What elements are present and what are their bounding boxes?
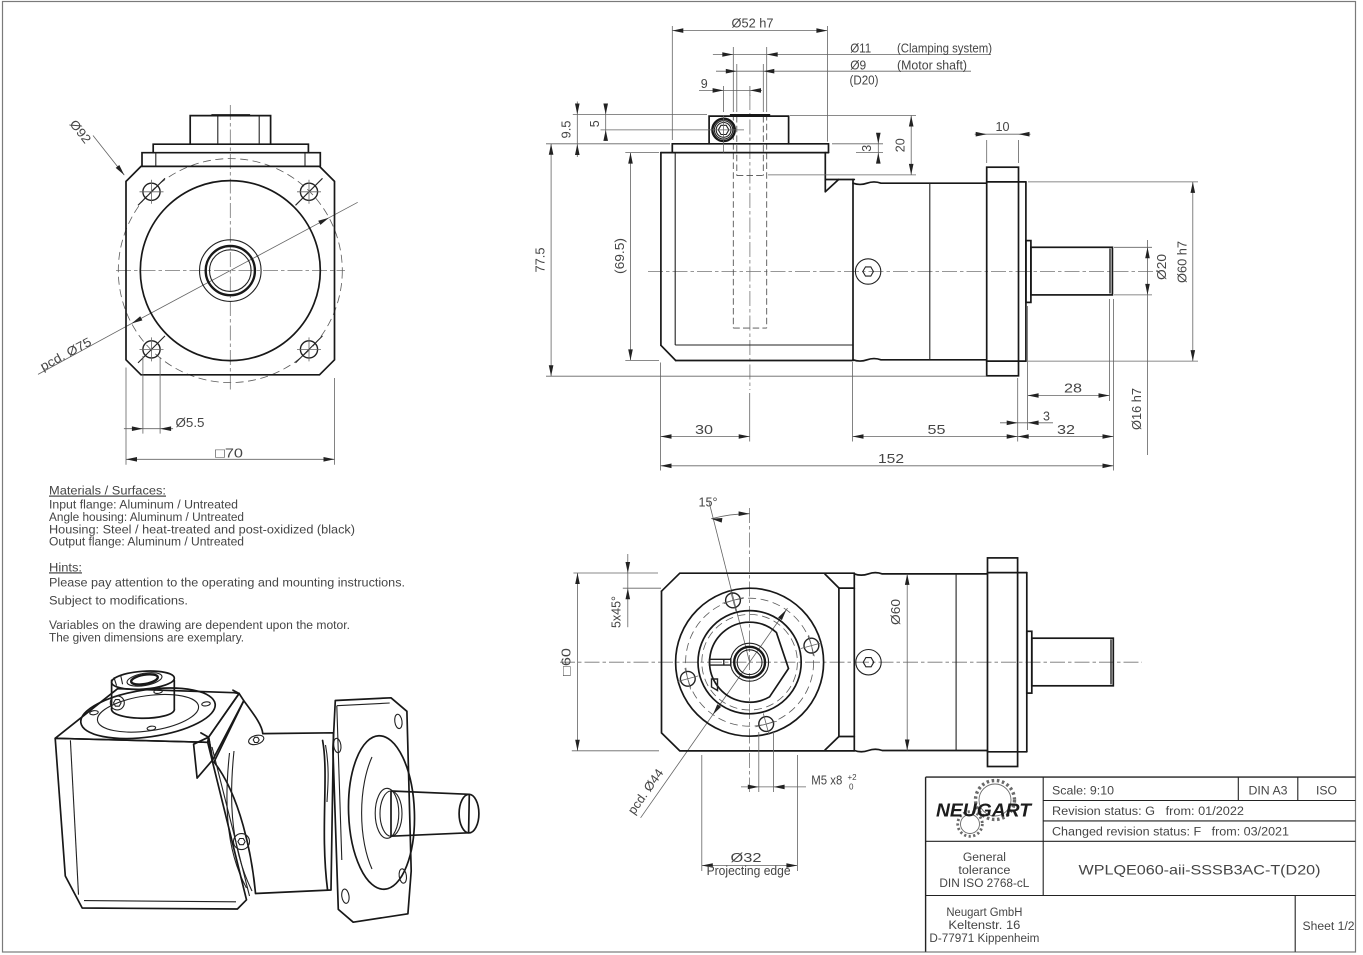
svg-text:Subject to modifications.: Subject to modifications. [49, 593, 188, 607]
svg-text:(D20): (D20) [850, 73, 879, 87]
svg-text:Angle housing: Aluminum / Untr: Angle housing: Aluminum / Untreated [49, 510, 244, 524]
svg-text:Ø52 h7: Ø52 h7 [732, 17, 774, 31]
svg-text:Ø9: Ø9 [850, 58, 866, 72]
svg-text:Sheet 1/2: Sheet 1/2 [1303, 919, 1355, 933]
svg-text:□60: □60 [560, 648, 574, 676]
svg-text:20: 20 [893, 138, 907, 152]
svg-text:55: 55 [928, 423, 946, 437]
svg-text:The given dimensions are exemp: The given dimensions are exemplary. [49, 630, 244, 644]
svg-text:0: 0 [849, 783, 854, 792]
svg-text:NEUGART: NEUGART [936, 801, 1033, 821]
svg-text:32: 32 [1057, 423, 1075, 437]
svg-text:5: 5 [588, 120, 602, 127]
svg-text:15°: 15° [699, 496, 718, 510]
svg-text:Changed revision status: F f: Changed revision status: F from: 03/2021 [1052, 825, 1289, 839]
svg-text:9: 9 [701, 77, 708, 91]
svg-text:(69.5): (69.5) [613, 238, 627, 274]
svg-text:Please pay attention to the op: Please pay attention to the operating an… [49, 576, 405, 590]
svg-text:Materials / Surfaces:: Materials / Surfaces: [49, 484, 166, 498]
svg-text:28: 28 [1064, 382, 1082, 396]
svg-text:Scale: 9:10: Scale: 9:10 [1052, 784, 1114, 798]
svg-text:Housing: Steel / heat-treated: Housing: Steel / heat-treated and post-o… [49, 522, 355, 536]
svg-text:Projecting edge: Projecting edge [707, 864, 791, 878]
svg-text:30: 30 [695, 423, 713, 437]
svg-text:M5 x8: M5 x8 [811, 773, 842, 787]
svg-text:Ø16 h7: Ø16 h7 [1130, 388, 1144, 430]
svg-text:152: 152 [878, 452, 904, 466]
svg-text:Output flange: Aluminum / Untr: Output flange: Aluminum / Untreated [49, 535, 244, 549]
svg-text:Ø60 h7: Ø60 h7 [1175, 241, 1189, 283]
svg-text:Ø5.5: Ø5.5 [176, 415, 205, 430]
svg-text:Variables on the drawing are d: Variables on the drawing are dependent u… [49, 618, 350, 632]
svg-text:(Clamping system): (Clamping system) [897, 42, 992, 56]
svg-text:DIN A3: DIN A3 [1249, 784, 1288, 798]
svg-text:tolerance: tolerance [958, 863, 1010, 877]
svg-text:□70: □70 [215, 446, 243, 461]
svg-text:D-77971 Kippenheim: D-77971 Kippenheim [929, 931, 1039, 945]
svg-text:Keltenstr. 16: Keltenstr. 16 [948, 918, 1020, 932]
svg-text:ISO: ISO [1316, 784, 1337, 798]
svg-text:Neugart GmbH: Neugart GmbH [946, 905, 1022, 919]
svg-text:77.5: 77.5 [534, 247, 548, 272]
svg-text:Ø32: Ø32 [731, 850, 762, 865]
svg-text:10: 10 [996, 120, 1010, 134]
svg-text:Input flange: Aluminum / Untre: Input flange: Aluminum / Untreated [49, 497, 238, 511]
svg-text:3: 3 [1043, 410, 1050, 424]
svg-text:Ø60: Ø60 [889, 599, 903, 625]
svg-text:Ø11: Ø11 [850, 42, 871, 56]
svg-text:DIN ISO 2768-cL: DIN ISO 2768-cL [939, 876, 1029, 890]
svg-text:Revision status: G from: 01/: Revision status: G from: 01/2022 [1052, 804, 1244, 818]
svg-text:WPLQE060-aii-SSSB3AC-T(D20): WPLQE060-aii-SSSB3AC-T(D20) [1079, 862, 1321, 878]
svg-text:+2: +2 [848, 773, 858, 782]
svg-text:9.5: 9.5 [560, 120, 574, 138]
svg-text:Hints:: Hints: [49, 560, 82, 574]
svg-text:General: General [963, 850, 1006, 864]
svg-text:5x45°: 5x45° [610, 596, 624, 628]
svg-text:(Motor shaft): (Motor shaft) [897, 58, 967, 72]
svg-text:3: 3 [860, 145, 874, 152]
svg-text:Ø20: Ø20 [1155, 254, 1169, 280]
